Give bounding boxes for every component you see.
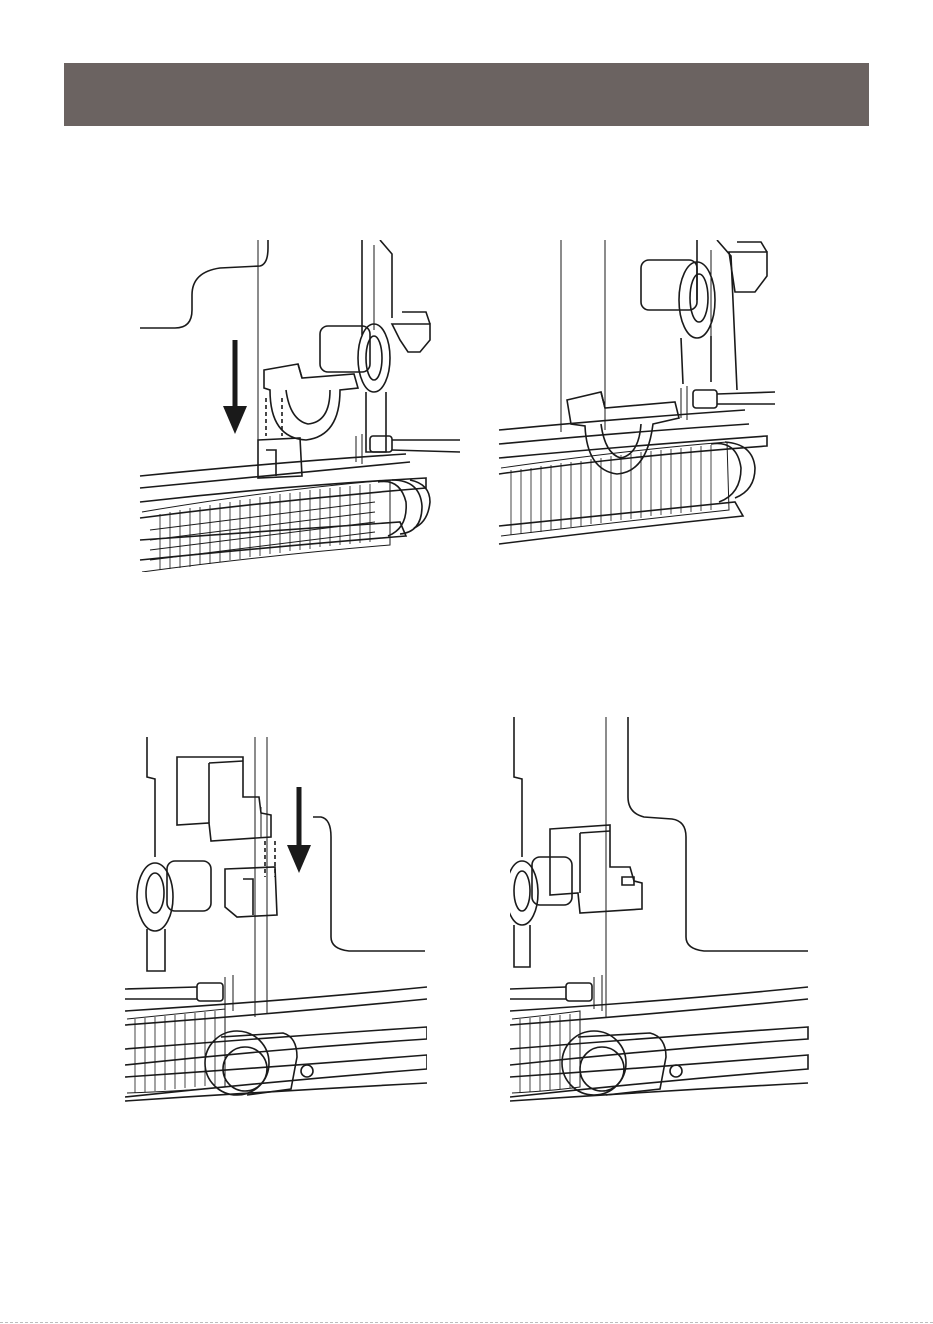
illustration-step-2-hose-clip-seated — [497, 240, 775, 545]
illustration-step-4-rear-clip-seated — [510, 717, 810, 1119]
down-arrow-icon — [223, 340, 247, 434]
page-bottom-dashed-rule — [0, 1322, 933, 1323]
illustration-step-3-rear-clip-insert — [125, 737, 427, 1119]
illustration-step-1-hose-clip-insert — [130, 240, 460, 572]
down-arrow-icon — [287, 787, 311, 873]
section-header-bar — [64, 63, 869, 126]
